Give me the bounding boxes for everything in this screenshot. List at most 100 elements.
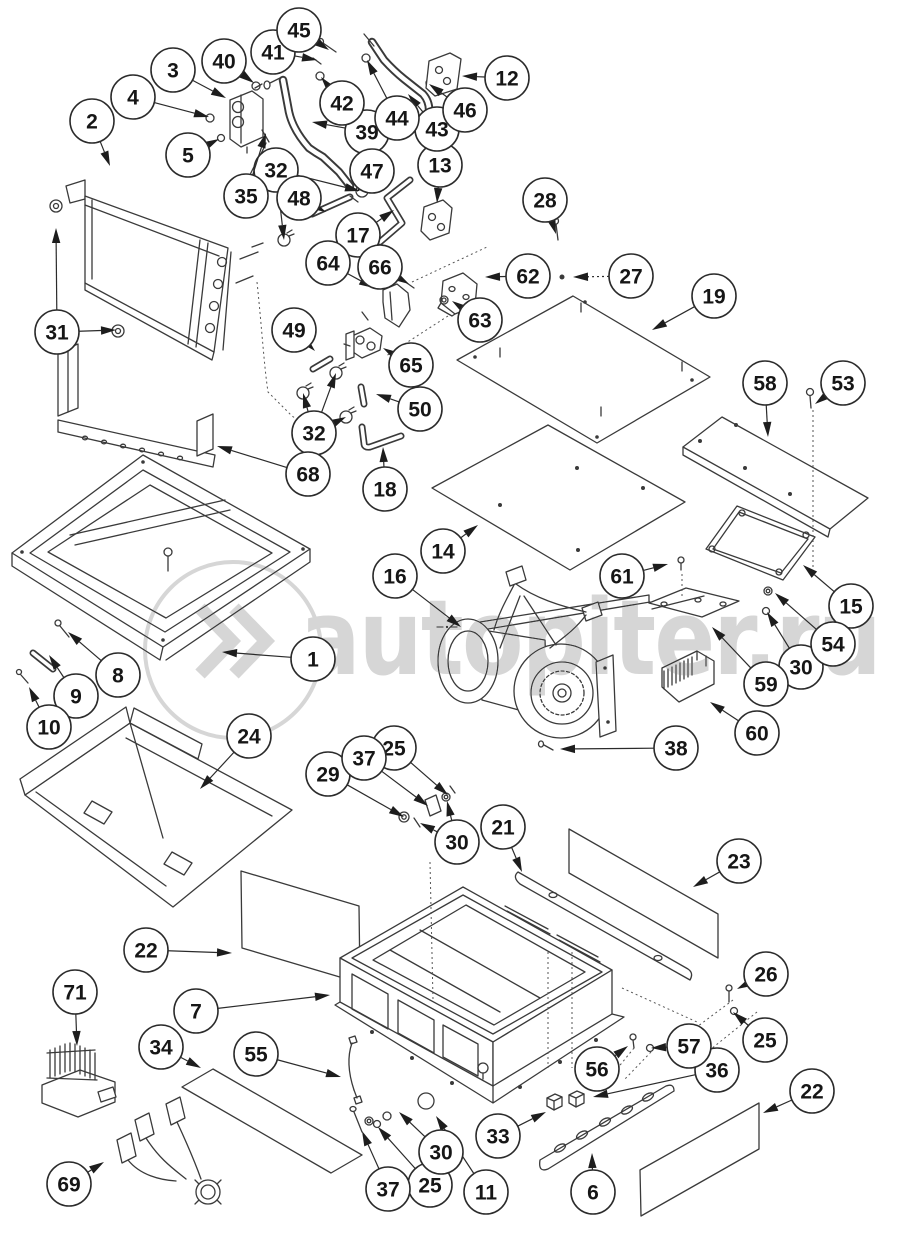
callout-68-70[interactable]: 68 xyxy=(217,446,331,497)
callout-balloon[interactable] xyxy=(357,244,403,290)
callout-balloon[interactable] xyxy=(362,466,408,512)
callout-62-65[interactable]: 62 xyxy=(485,253,551,299)
callout-31-34[interactable]: 31 xyxy=(34,228,116,355)
callout-balloon[interactable] xyxy=(743,951,789,997)
callout-54-57[interactable]: 54 xyxy=(775,593,856,667)
callout-balloon[interactable] xyxy=(305,240,351,286)
callout-balloon[interactable] xyxy=(201,38,247,84)
callout-22-21[interactable]: 22 xyxy=(763,1068,835,1114)
callout-45-50[interactable]: 45 xyxy=(276,7,329,53)
callout-21-19[interactable]: 21 xyxy=(480,804,526,872)
callout-balloon[interactable] xyxy=(374,95,420,141)
callout-50-55[interactable]: 50 xyxy=(376,386,443,432)
callout-balloon[interactable] xyxy=(434,819,480,865)
callout-30-31[interactable]: 30 xyxy=(767,612,824,690)
callout-47-52[interactable]: 47 xyxy=(349,148,395,194)
callout-balloon[interactable] xyxy=(165,132,211,178)
callout-balloon[interactable] xyxy=(463,1169,509,1215)
callout-balloon[interactable] xyxy=(420,528,466,574)
callout-balloon[interactable] xyxy=(691,273,737,319)
callout-49-54[interactable]: 49 xyxy=(271,307,317,353)
callout-66-69[interactable]: 66 xyxy=(357,244,409,290)
callout-balloon[interactable] xyxy=(173,988,219,1034)
callout-balloon[interactable] xyxy=(789,1068,835,1114)
callout-balloon[interactable] xyxy=(276,7,322,53)
callout-balloon[interactable] xyxy=(716,838,762,884)
callout-balloon[interactable] xyxy=(34,309,80,355)
callout-balloon[interactable] xyxy=(95,652,141,698)
callout-1-0[interactable]: 1 xyxy=(222,636,336,682)
callout-5-4[interactable]: 5 xyxy=(165,132,219,178)
callout-balloon[interactable] xyxy=(505,253,551,299)
callout-balloon[interactable] xyxy=(349,148,395,194)
callout-19-18[interactable]: 19 xyxy=(652,273,737,330)
callout-63-66[interactable]: 63 xyxy=(452,297,503,343)
callout-44-49[interactable]: 44 xyxy=(367,60,420,141)
callout-29-30[interactable]: 29 xyxy=(305,751,404,817)
callout-balloon[interactable] xyxy=(271,307,317,353)
callout-balloon[interactable] xyxy=(150,47,196,93)
callout-60-63[interactable]: 60 xyxy=(710,702,780,756)
callout-7-6[interactable]: 7 xyxy=(173,988,330,1034)
callout-17-16[interactable]: 17 xyxy=(335,210,394,258)
callout-balloon[interactable] xyxy=(742,1017,788,1063)
callout-64-67[interactable]: 64 xyxy=(305,240,374,288)
callout-37-42[interactable]: 37 xyxy=(362,1131,411,1212)
callout-36-40[interactable]: 36 xyxy=(593,1047,740,1098)
callout-balloon[interactable] xyxy=(110,74,156,120)
callout-30-32[interactable]: 30 xyxy=(420,801,480,865)
callout-34-38[interactable]: 34 xyxy=(138,1024,201,1070)
callout-balloon[interactable] xyxy=(223,173,269,219)
callout-55-58[interactable]: 55 xyxy=(233,1031,341,1078)
callout-balloon[interactable] xyxy=(480,804,526,850)
callout-61-64[interactable]: 61 xyxy=(599,553,668,599)
callout-balloon[interactable] xyxy=(397,386,443,432)
callout-balloon[interactable] xyxy=(341,735,387,781)
callout-30-33[interactable]: 30 xyxy=(399,1112,464,1175)
callout-balloon[interactable] xyxy=(46,1161,92,1207)
callout-balloon[interactable] xyxy=(52,969,98,1015)
callout-balloon[interactable] xyxy=(457,297,503,343)
callout-23-22[interactable]: 23 xyxy=(693,838,762,887)
callout-balloon[interactable] xyxy=(653,725,699,771)
callout-balloon[interactable] xyxy=(742,360,788,406)
callout-69-71[interactable]: 69 xyxy=(46,1161,104,1207)
callout-42-47[interactable]: 42 xyxy=(319,77,365,126)
callout-balloon[interactable] xyxy=(388,342,434,388)
callout-balloon[interactable] xyxy=(372,553,418,599)
callout-13-12[interactable]: 13 xyxy=(417,142,463,203)
callout-15-14[interactable]: 15 xyxy=(803,565,874,629)
callout-28-29[interactable]: 28 xyxy=(522,177,568,234)
callout-balloon[interactable] xyxy=(666,1023,712,1069)
callout-balloon[interactable] xyxy=(69,98,115,144)
callout-26-27[interactable]: 26 xyxy=(737,951,789,997)
callout-balloon[interactable] xyxy=(484,55,530,101)
callout-35-39[interactable]: 35 xyxy=(223,133,269,219)
callout-3-2[interactable]: 3 xyxy=(150,47,226,98)
callout-12-11[interactable]: 12 xyxy=(462,55,530,101)
callout-balloon[interactable] xyxy=(475,1113,521,1159)
callout-37-41[interactable]: 37 xyxy=(341,735,428,806)
callout-balloon[interactable] xyxy=(290,636,336,682)
callout-22-20[interactable]: 22 xyxy=(123,927,232,973)
callout-16-15[interactable]: 16 xyxy=(372,553,461,627)
callout-balloon[interactable] xyxy=(319,80,365,126)
callout-40-45[interactable]: 40 xyxy=(201,38,254,84)
callout-balloon[interactable] xyxy=(233,1031,279,1077)
callout-balloon[interactable] xyxy=(810,621,856,667)
callout-balloon[interactable] xyxy=(743,661,789,707)
callout-27-28[interactable]: 27 xyxy=(573,253,654,299)
callout-balloon[interactable] xyxy=(226,713,272,759)
callout-balloon[interactable] xyxy=(138,1024,184,1070)
callout-65-68[interactable]: 65 xyxy=(383,342,434,388)
callout-2-1[interactable]: 2 xyxy=(69,98,115,166)
callout-balloon[interactable] xyxy=(599,553,645,599)
callout-balloon[interactable] xyxy=(574,1046,620,1092)
callout-10-9[interactable]: 10 xyxy=(26,687,72,750)
callout-balloon[interactable] xyxy=(522,177,568,223)
callout-balloon[interactable] xyxy=(123,927,169,973)
callout-balloon[interactable] xyxy=(608,253,654,299)
callout-32-36[interactable]: 32 xyxy=(291,373,346,456)
callout-9-8[interactable]: 9 xyxy=(49,655,99,719)
callout-56-59[interactable]: 56 xyxy=(574,1046,628,1092)
